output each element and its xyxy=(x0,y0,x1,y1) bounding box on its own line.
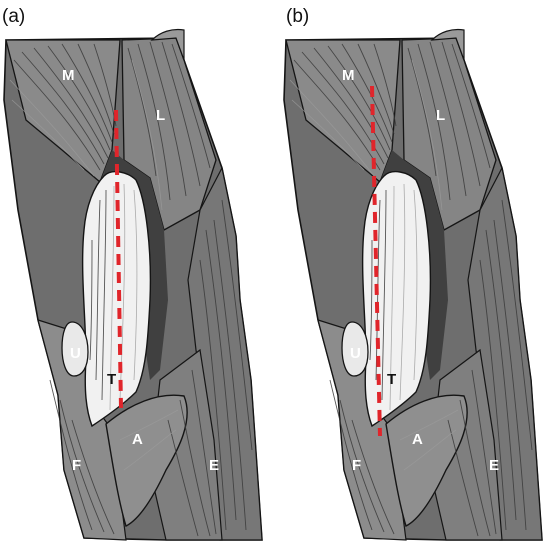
panel-b-label-f: F xyxy=(352,457,361,474)
panel-b-label-t: T xyxy=(387,371,396,388)
panel-b-label: (b) xyxy=(286,6,309,27)
panel-b-label-e: E xyxy=(489,457,499,474)
panel-b: (b) M L U T A F E xyxy=(284,6,542,540)
panel-a-label-e: E xyxy=(209,457,219,474)
panel-a-label-u: U xyxy=(70,345,81,362)
panel-a-label-m: M xyxy=(62,67,75,84)
panel-b-label-m: M xyxy=(342,67,355,84)
panel-a-label-f: F xyxy=(72,457,81,474)
panel-a-label-t: T xyxy=(107,371,116,388)
panel-a-label-a: A xyxy=(132,431,143,448)
panel-b-label-u: U xyxy=(350,345,361,362)
panel-b-label-l: L xyxy=(436,107,445,124)
panel-a: (a) M L U T A F E xyxy=(2,6,262,540)
panel-a-label-l: L xyxy=(156,107,165,124)
panel-a-label: (a) xyxy=(2,6,25,27)
panel-b-label-a: A xyxy=(412,431,423,448)
